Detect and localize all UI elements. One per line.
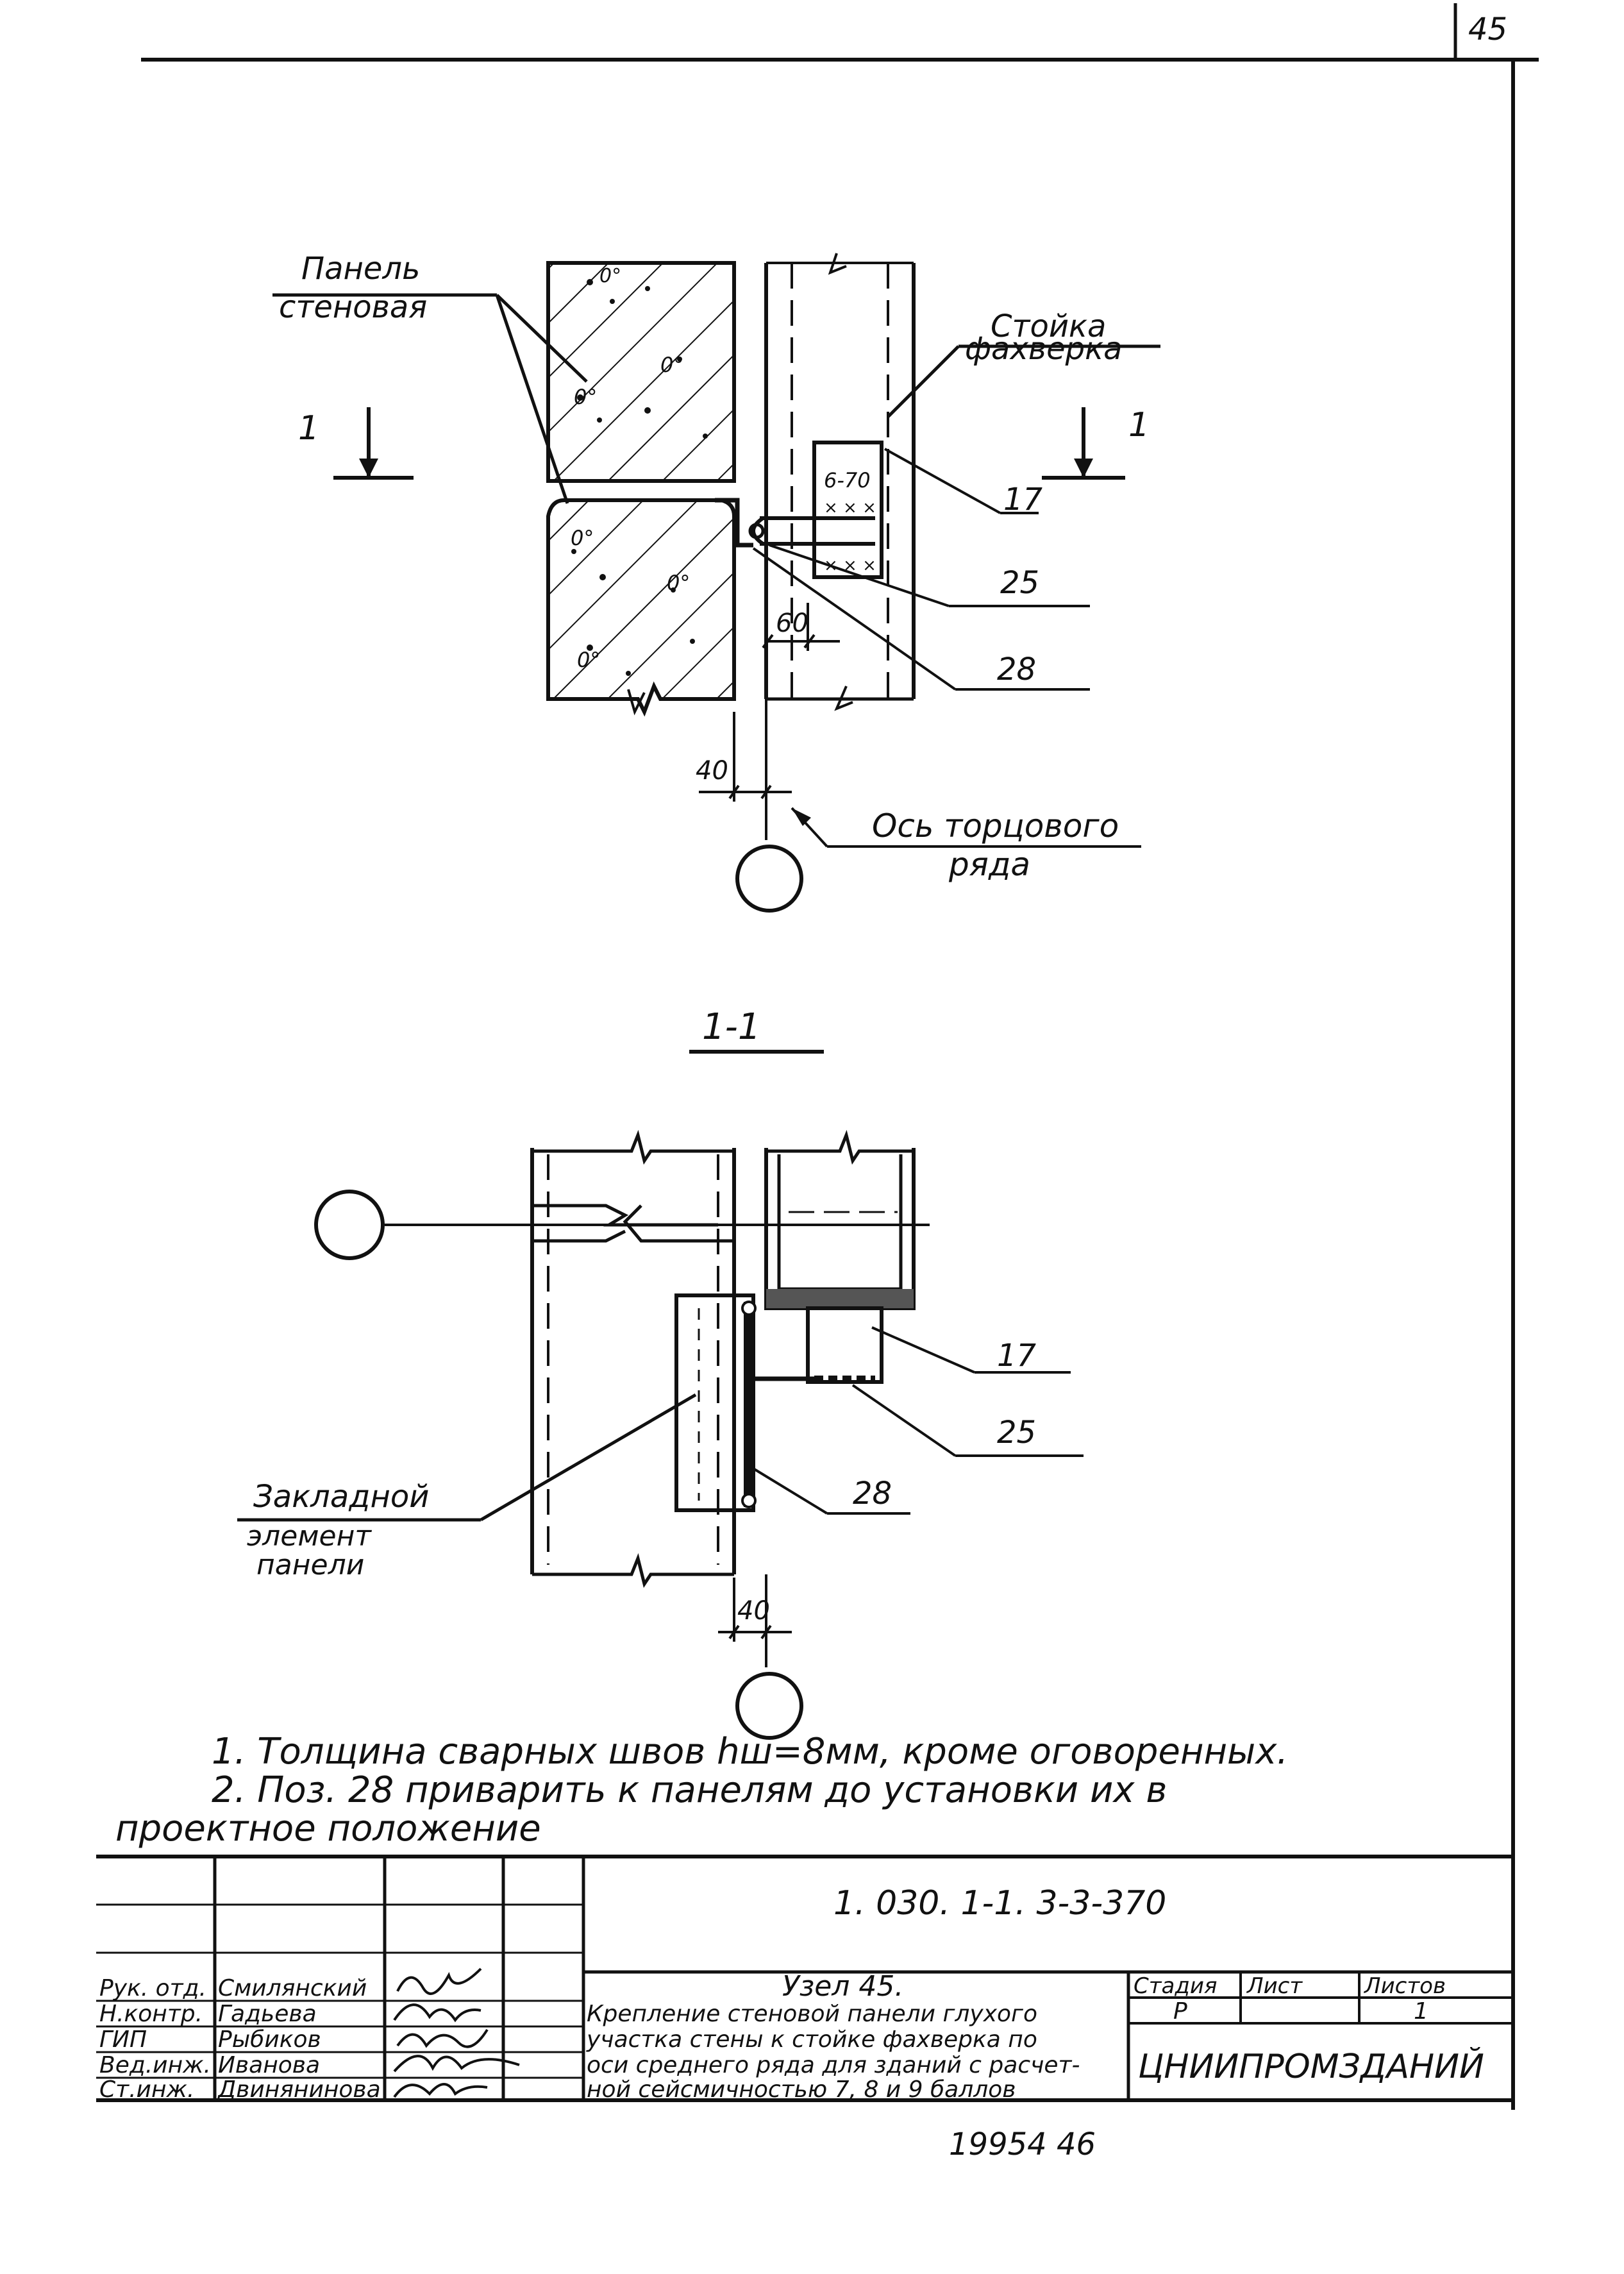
top-view: 0° 0° 0° 0° 0° 0° 6-70 × × × × × × Панел… (272, 251, 1160, 913)
panel-lower (546, 498, 736, 717)
element-17 (812, 441, 883, 579)
sheets-header: Листов (1363, 1973, 1446, 1999)
panel-upper (546, 261, 736, 483)
title-line-1: Узел 45. (782, 1970, 903, 2003)
callout-28-top: 28 (997, 652, 1036, 687)
org-name: ЦНИИПРОМЗДАНИЙ (1138, 2047, 1484, 2086)
name-4: Иванова (218, 2052, 320, 2078)
role-3: ГИП (99, 2026, 147, 2053)
note-2: 2. Поз. 28 приварить к панелям до устано… (212, 1769, 1167, 1811)
role-2: Н.контр. (99, 2001, 203, 2027)
name-3: Рыбиков (218, 2026, 321, 2053)
svg-text:0°: 0° (660, 353, 683, 377)
sheet-header: Лист (1246, 1973, 1303, 1999)
dim-40-top: 40 (696, 756, 728, 786)
note-1: 1. Толщина сварных швов hш=8мм, кроме ог… (212, 1731, 1288, 1773)
notes: 1. Толщина сварных швов hш=8мм, кроме ог… (115, 1731, 1288, 1849)
svg-text:1: 1 (298, 409, 319, 448)
title-line-3: участка стены к стойке фахверка по (586, 2026, 1037, 2053)
svg-text:× × ×: × × × (824, 498, 876, 518)
section-title: 1-1 (702, 1006, 760, 1048)
svg-text:0°: 0° (599, 265, 621, 287)
label-embed: Закладной элемент панели (237, 1393, 697, 1581)
svg-text:1: 1 (1128, 406, 1150, 444)
name-2: Гадьева (218, 2001, 317, 2027)
svg-text:фахверка: фахверка (965, 331, 1123, 367)
name-1: Смилянский (218, 1975, 367, 2001)
callout-25-top: 25 (1000, 565, 1039, 601)
svg-text:0°: 0° (667, 571, 690, 595)
svg-text:0°: 0° (577, 648, 600, 672)
svg-text:0°: 0° (571, 526, 594, 550)
callout-28-sec: 28 (853, 1476, 892, 1512)
embed-element (674, 1293, 755, 1512)
role-4: Вед.инж. (99, 2052, 211, 2078)
axis-label-2: ряда (948, 846, 1030, 883)
name-5: Двинянинова (217, 2076, 381, 2103)
element-17-sec (806, 1306, 883, 1384)
axis-bubble-top (735, 845, 803, 913)
label-column: Стойка фахверка (887, 308, 1160, 418)
svg-text:Стойка: Стойка (991, 308, 1106, 344)
callout-17-top: 17 (1003, 482, 1043, 518)
doc-code: 1. 030. 1-1. 3-3-370 (833, 1884, 1166, 1923)
svg-text:Панель: Панель (301, 251, 420, 287)
stage-header: Стадия (1134, 1973, 1217, 1999)
dim-40-section: 40 (737, 1596, 770, 1626)
axis-bubble-section (314, 1190, 385, 1260)
axis-bubble-bottom (735, 1672, 803, 1740)
callout-17-sec: 17 (997, 1338, 1037, 1374)
note-3: проектное положение (115, 1808, 541, 1849)
title-block: 1. 030. 1-1. 3-3-370 Рук. отд. Н.контр. … (96, 1855, 1513, 2103)
svg-text:элемент: элемент (247, 1520, 372, 1553)
title-line-5: ной сейсмичностью 7, 8 и 9 баллов (587, 2076, 1016, 2103)
section-view: 1-1 40 (237, 1006, 1084, 1740)
svg-text:Закладной: Закладной (253, 1479, 429, 1515)
page-number: 45 (1468, 12, 1507, 47)
weld-note: 6-70 (824, 468, 871, 493)
signatures (393, 1967, 520, 2098)
role-5: Ст.инж. (99, 2076, 194, 2103)
axis-label-1: Ось торцового (872, 807, 1119, 845)
section-mark-left: 1 (298, 407, 414, 480)
sheet-frame (141, 3, 1539, 2110)
dim-60: 60 (776, 609, 808, 638)
callout-25-sec: 25 (997, 1415, 1036, 1451)
title-line-4: оси среднего ряда для зданий с расчет- (587, 2052, 1080, 2078)
svg-text:панели: панели (256, 1549, 364, 1581)
sheet-value: 1 (1414, 1998, 1428, 2025)
label-panel: Панель стеновая (272, 251, 588, 504)
svg-text:0°: 0° (574, 385, 597, 409)
title-line-2: Крепление стеновой панели глухого (587, 2001, 1037, 2027)
role-1: Рук. отд. (99, 1975, 206, 2001)
section-mark-right: 1 (1042, 406, 1150, 480)
stage-value: Р (1173, 1998, 1187, 2025)
bottom-number: 19954 46 (949, 2127, 1096, 2162)
